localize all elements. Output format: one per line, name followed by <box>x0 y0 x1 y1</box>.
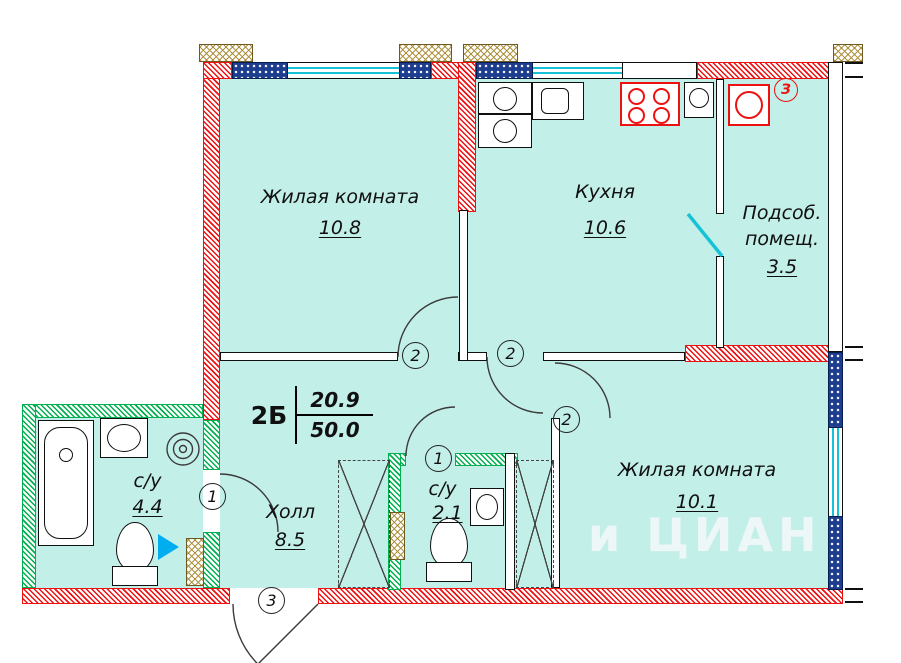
room-name-hall: Холл <box>266 501 315 523</box>
room-area-living1: 10.8 <box>318 217 362 239</box>
window-reveal-living1 <box>288 62 399 79</box>
apartment-areas: 20.9 50.0 <box>295 386 373 444</box>
wall-living1-hall <box>220 352 398 361</box>
wall-bottom-right <box>318 588 843 604</box>
wall-living1-lower <box>459 210 468 361</box>
wardrobe-left <box>338 460 390 588</box>
wall-living1-kitchen <box>458 62 476 212</box>
vent-shaft-bath <box>186 538 204 586</box>
room-name-bath: с/у <box>133 470 162 492</box>
sink-bath-basin <box>107 424 141 452</box>
wall-bath-right-lower <box>203 532 220 588</box>
wall-bath-top <box>22 404 203 418</box>
wall-wc-right <box>505 453 515 590</box>
room-name-wc: с/у <box>428 478 457 500</box>
room-area-kitchen: 10.6 <box>583 217 627 239</box>
room-name-living2: Жилая комната <box>617 459 777 481</box>
kitchen-counter-sink <box>541 88 569 114</box>
wall-bath-right-upper <box>203 420 220 470</box>
door-mark-3: 2 <box>553 406 580 433</box>
dimension-tick <box>845 346 863 348</box>
vent-shaft-top-2 <box>399 44 452 62</box>
kitchen-small-sink-bowl <box>689 88 709 108</box>
window-block-right-1 <box>828 352 843 428</box>
dimension-tick <box>845 62 863 64</box>
apartment-living-area: 20.9 <box>297 386 373 416</box>
toilet-wc-tank <box>426 562 472 582</box>
wall-utility-lower <box>716 256 724 348</box>
window-reveal-kitchen <box>533 62 622 79</box>
vent-shaft-top-1 <box>199 44 253 62</box>
room-area-bath: 4.4 <box>132 496 163 518</box>
sink-wc-basin <box>476 494 498 520</box>
window-reveal-living2 <box>828 428 843 516</box>
wall-utility-living2 <box>685 345 830 362</box>
toilet-bath-bowl <box>116 522 154 572</box>
wall-kitchen-hall <box>543 352 685 361</box>
window-block-top-3 <box>476 62 533 79</box>
vent-shaft-top-right <box>833 44 863 62</box>
door-mark-2: 2 <box>497 340 524 367</box>
watermark: и ЦИАН <box>588 508 822 562</box>
gas-stove <box>620 82 680 126</box>
wall-top-stove <box>622 62 697 79</box>
wall-wc-top-right <box>455 453 518 466</box>
apartment-info-box: 2Б 20.9 50.0 <box>243 386 373 444</box>
wall-utility-upper <box>716 79 724 214</box>
door-leaf-icon <box>158 534 179 560</box>
door-mark-5: 1 <box>199 483 226 510</box>
door-mark-4: 1 <box>425 445 452 472</box>
room-name-kitchen: Кухня <box>575 181 635 203</box>
window-block-top-2 <box>399 62 431 79</box>
apartment-type: 2Б <box>250 400 288 430</box>
room-area-wc: 2.1 <box>432 502 463 524</box>
toilet-wc-bowl <box>430 518 468 568</box>
kitchen-sink-divider <box>478 113 532 115</box>
door-mark-1: 2 <box>402 342 429 369</box>
wall-bath-left <box>22 404 36 588</box>
room-area-utility: 3.5 <box>766 256 798 278</box>
gas-riser-symbol: З <box>774 78 798 102</box>
washing-machine-drum <box>735 91 763 119</box>
vent-shaft-top-3 <box>463 44 518 62</box>
wall-right-upper <box>828 62 843 352</box>
kitchen-sink-bowl-1 <box>493 87 517 111</box>
room-area-living2: 10.1 <box>675 491 719 513</box>
wall-hall-stub <box>458 352 487 361</box>
vent-shaft-wc <box>390 512 405 560</box>
stove-burner <box>653 107 670 124</box>
wall-top-left-corner <box>203 62 232 79</box>
dimension-tick <box>845 601 863 603</box>
room-name-utility-1: Подсоб. <box>742 202 822 224</box>
bathtub-drain <box>59 448 73 462</box>
bathtub-basin <box>44 427 88 539</box>
window-block-right-2 <box>828 516 843 590</box>
wall-top-right <box>697 62 830 79</box>
room-area-hall: 8.5 <box>274 529 306 551</box>
room-name-living1: Жилая комната <box>260 186 420 208</box>
stove-burner <box>628 88 645 105</box>
wall-bottom-left <box>22 588 230 604</box>
stove-burner <box>628 107 645 124</box>
door-mark-6: 3 <box>258 587 285 614</box>
dimension-tick <box>845 588 863 590</box>
dimension-tick <box>845 359 863 361</box>
window-glass-kitchen <box>533 67 622 74</box>
room-name-utility-2: помещ. <box>744 228 819 250</box>
window-glass-living1 <box>288 67 399 74</box>
dimension-tick <box>845 76 863 78</box>
toilet-bath-tank <box>112 566 158 586</box>
window-glass-living2 <box>832 428 839 516</box>
apartment-total-area: 50.0 <box>310 418 360 442</box>
wall-left <box>203 62 220 420</box>
window-block-top-1 <box>232 62 288 79</box>
stove-burner <box>653 88 670 105</box>
wardrobe-right <box>516 460 554 588</box>
kitchen-sink-bowl-2 <box>493 119 517 143</box>
